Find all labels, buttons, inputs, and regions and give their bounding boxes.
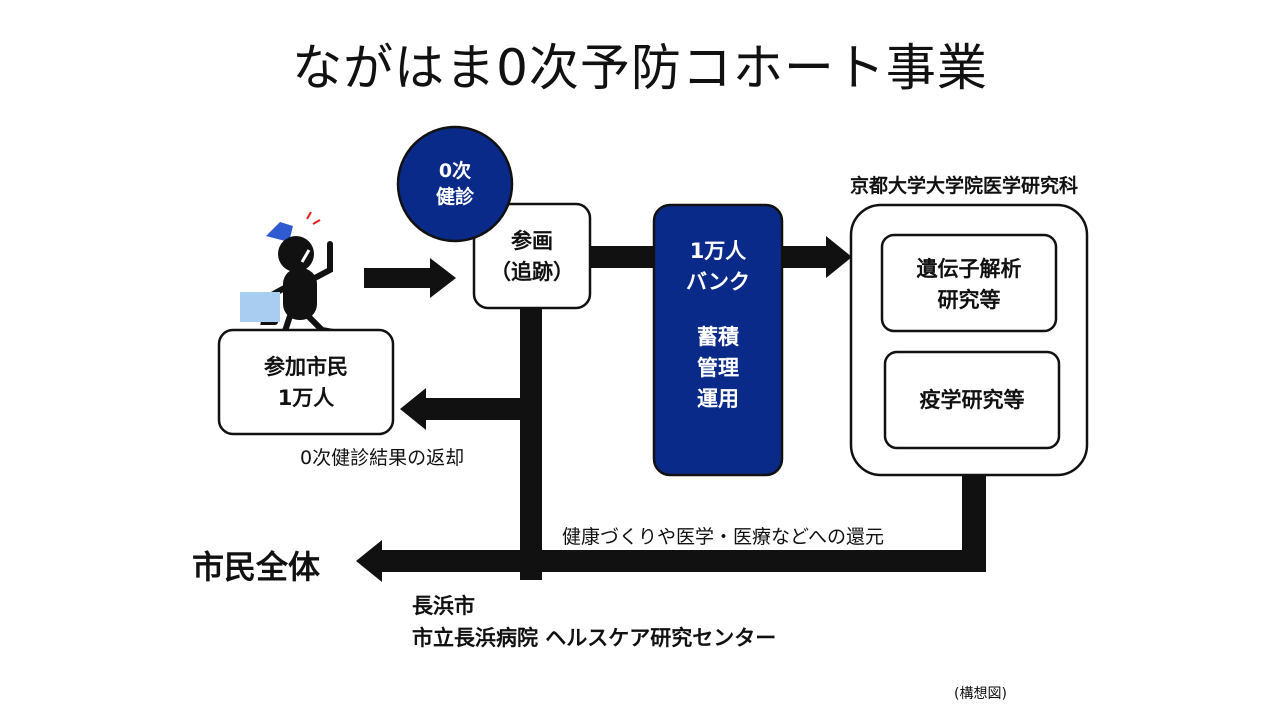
cap-shape <box>266 222 293 242</box>
bank-label: 1万人 バンク 蓄積 管理 運用 <box>685 239 751 411</box>
organization-label: 長浜市 市立長浜病院 ヘルスケア研究センター <box>412 594 777 650</box>
arrow-right-icon <box>782 236 852 278</box>
genetic-box <box>880 233 1058 333</box>
bank-box <box>652 203 784 477</box>
kyoto-heading: 京都大学大学院医学研究科 <box>849 175 1078 197</box>
epidemiology-box <box>883 350 1061 450</box>
trunk-line <box>520 308 542 580</box>
epidemiology-label: 疫学研究等 <box>919 388 1025 412</box>
whole-city-label: 市民全体 <box>192 548 321 586</box>
sanka-box <box>472 202 592 310</box>
sanka-label: 参画 （追跡） <box>490 229 574 284</box>
badge-circle <box>396 125 514 243</box>
arrow-left-icon <box>356 540 986 582</box>
contribution-label: 健康づくりや医学・医療などへの還元 <box>562 526 885 548</box>
citizens-box <box>217 328 395 436</box>
bag-shape <box>240 292 280 322</box>
page-title: ながはま0次予防コホート事業 <box>292 39 988 97</box>
concept-note: (構想図) <box>954 686 1007 702</box>
arrow-left-icon <box>400 388 522 430</box>
walking-person-figure-icon <box>240 211 347 339</box>
badge-label: 0次 健診 <box>435 160 474 208</box>
citizens-label: 参加市民 1万人 <box>264 355 348 410</box>
return-label: 0次健診結果の返却 <box>300 447 465 469</box>
arrow-right-icon <box>364 258 456 298</box>
genetic-label: 遺伝子解析 研究等 <box>916 257 1022 312</box>
connector-to-bank <box>588 246 658 268</box>
